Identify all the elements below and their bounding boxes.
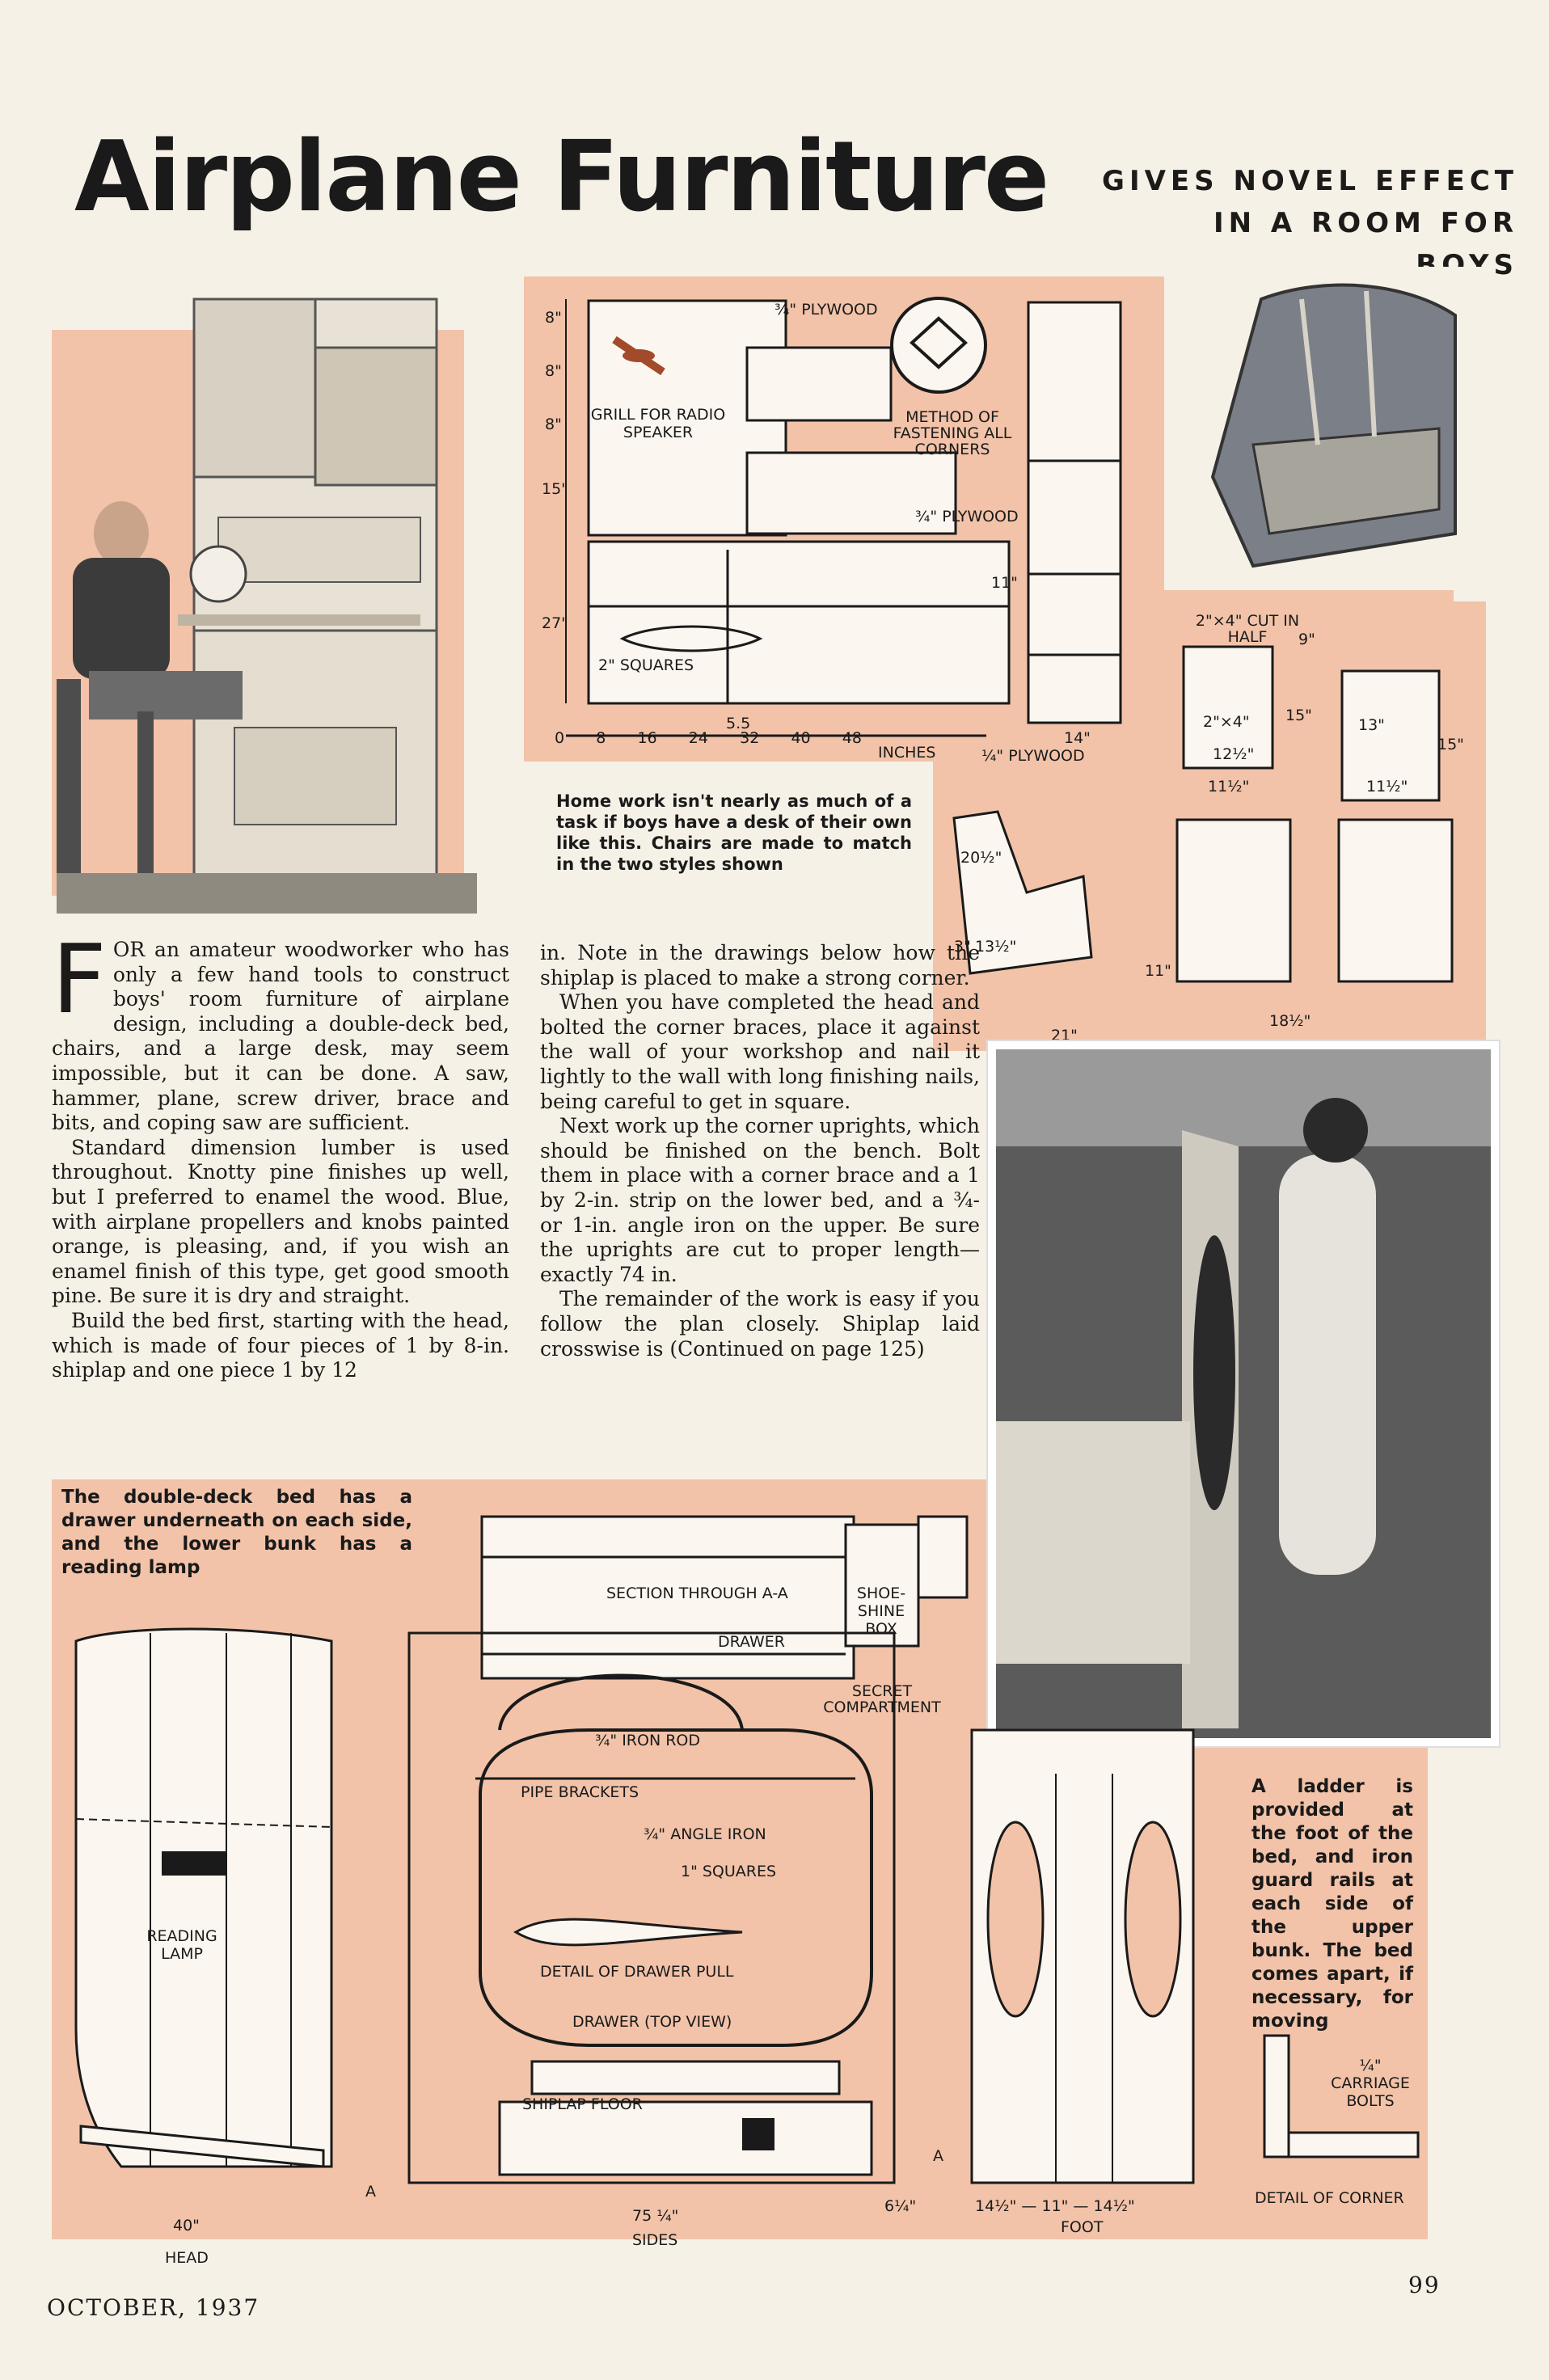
dim-11-half-b: 11½" [1366,778,1408,795]
article-paragraph: Next work up the corner uprights, which … [540,1114,980,1286]
page-number: 99 [1408,2272,1441,2298]
chair-photo [1164,267,1488,590]
drawer-top-label: DRAWER (TOP VIEW) [572,2013,732,2031]
subtitle-line-1: GIVES NOVEL EFFECT [1102,165,1518,197]
bed-caption: The double-deck bed has a drawer underne… [61,1487,412,1578]
dim-3: 3" [954,938,971,956]
cut-in-half-label: 2"×4" CUT IN HALF [1195,612,1300,646]
method-label: METHOD OF FASTENING ALL CORNERS [893,408,1012,458]
drawer-pull-label: DETAIL OF DRAWER PULL [540,1963,734,1981]
reading-lamp-label: READING LAMP [146,1927,217,1963]
article-paragraph: The remainder of the work is easy if you… [540,1287,980,1361]
dim-27: 27" [542,614,568,632]
corner-detail-icon [890,297,987,394]
ladder-caption: A ladder is provided at the foot of the … [1251,1776,1413,2032]
scale-tick: 48 [842,729,862,747]
foot-dims-label: 14½" — 11" — 14½" [975,2197,1135,2215]
carriage-bolts-label: ¼" CARRIAGE BOLTS [1331,2057,1410,2110]
article-paragraph: When you have completed the head and bol… [540,990,980,1113]
article-paragraph: Standard dimension lumber is used throug… [52,1135,509,1308]
scale-tick: 24 [688,729,708,747]
grill-label: GRILL FOR RADIO SPEAKER [590,406,726,441]
iron-rod-label: ¾" IRON ROD [595,1732,700,1749]
head-dim-label: 40" [173,2217,200,2234]
angle-iron-label: ¾" ANGLE IRON [644,1825,766,1843]
head-label: HEAD [165,2249,209,2267]
scale-tick: 16 [637,729,657,747]
bed-photo-image [996,1049,1491,1738]
desk-caption: Home work isn't nearly as much of a task… [556,791,912,874]
page-title: Airplane Furniture [74,121,1049,234]
sides-dim-label: 75 ¼" [632,2207,679,2225]
dim-11: 11" [991,574,1018,592]
shoe-box-label: SHOE-SHINE BOX [856,1585,906,1638]
dim-13: 13" [1358,716,1385,734]
chair-diagram [952,645,1454,983]
plywood-side-label: ¾" PLYWOOD [915,508,1019,525]
desk-photo [57,298,477,914]
article-paragraph: in. Note in the drawings below how the s… [540,941,980,990]
pipe-brackets-label: PIPE BRACKETS [521,1783,639,1801]
dim-9: 9" [1298,631,1315,648]
foot-label: FOOT [1061,2218,1104,2236]
section-label: SECTION THROUGH A-A [606,1585,788,1602]
detail-corner-label: DETAIL OF CORNER [1255,2189,1404,2207]
bed-side-drawing [407,1631,896,2184]
article-column-1: F OR an amateur woodworker who has only … [52,923,509,1383]
drop-cap: F [52,923,107,1035]
dim-15: 15" [542,480,568,498]
bed-photo [988,1041,1499,1746]
corner-detail-drawing [1263,2034,1420,2158]
dim-15b: 15" [1437,736,1464,753]
scale-tick: 32 [740,729,760,747]
dim-15: 15" [1285,707,1312,724]
inch-scale: 0 8 16 24 32 40 48 [555,729,862,747]
dim-14: 14" [1064,729,1091,747]
article-column-2: in. Note in the drawings below how the s… [540,941,980,1361]
plywood-top-label: ¾" PLYWOOD [774,301,878,319]
drawer-label: DRAWER [718,1633,786,1651]
scale-tick: 0 [555,729,565,747]
scale-tick: 40 [791,729,811,747]
one-inch-squares-label: 1" SQUARES [681,1863,777,1880]
dim-12-half: 12½" [1213,745,1255,763]
section-marker-left: A [365,2183,376,2201]
sides-label: SIDES [632,2231,678,2249]
bed-foot-drawing [970,1728,1195,2184]
bed-head-drawing [74,1627,333,2168]
page-subtitle: GIVES NOVEL EFFECT IN A ROOM FOR BOYS [1098,160,1518,286]
two-by-four-label: 2"×4" [1203,713,1250,731]
secret-label: SECRET COMPARTMENT [823,1682,941,1716]
dim-21: 21" [1051,1027,1078,1044]
plywood-bottom-label: ¼" PLYWOOD [981,747,1085,765]
issue-date: OCTOBER, 1937 [47,2294,260,2321]
desk-diagram [565,299,1011,737]
inches-label: INCHES [878,744,936,762]
squares-label: 2" SQUARES [598,656,694,674]
dim-8a: 8" [545,309,562,327]
dim-8c: 8" [545,416,562,433]
dim-18-half: 18½" [1269,1012,1311,1030]
scale-tick: 8 [596,729,606,747]
article-paragraph: OR an amateur woodworker who has only a … [52,938,509,1135]
dim-20-half: 20½" [960,849,1002,867]
scale-mark: 5.5 [726,715,751,732]
dim-11-half-a: 11½" [1208,778,1250,795]
subtitle-line-2: IN A ROOM FOR BOYS [1213,207,1518,281]
article-paragraph: Build the bed first, starting with the h… [52,1308,509,1382]
dim-6-quarter: 6¼" [884,2197,917,2215]
dim-11: 11" [1145,962,1171,980]
section-marker-right: A [933,2147,943,2165]
dim-13-half: 13½" [975,938,1017,956]
desk-side-view [1027,301,1122,724]
shiplap-label: SHIPLAP FLOOR [522,2095,643,2113]
dim-8b: 8" [545,362,562,380]
bed-section-drawing [480,1515,969,1680]
